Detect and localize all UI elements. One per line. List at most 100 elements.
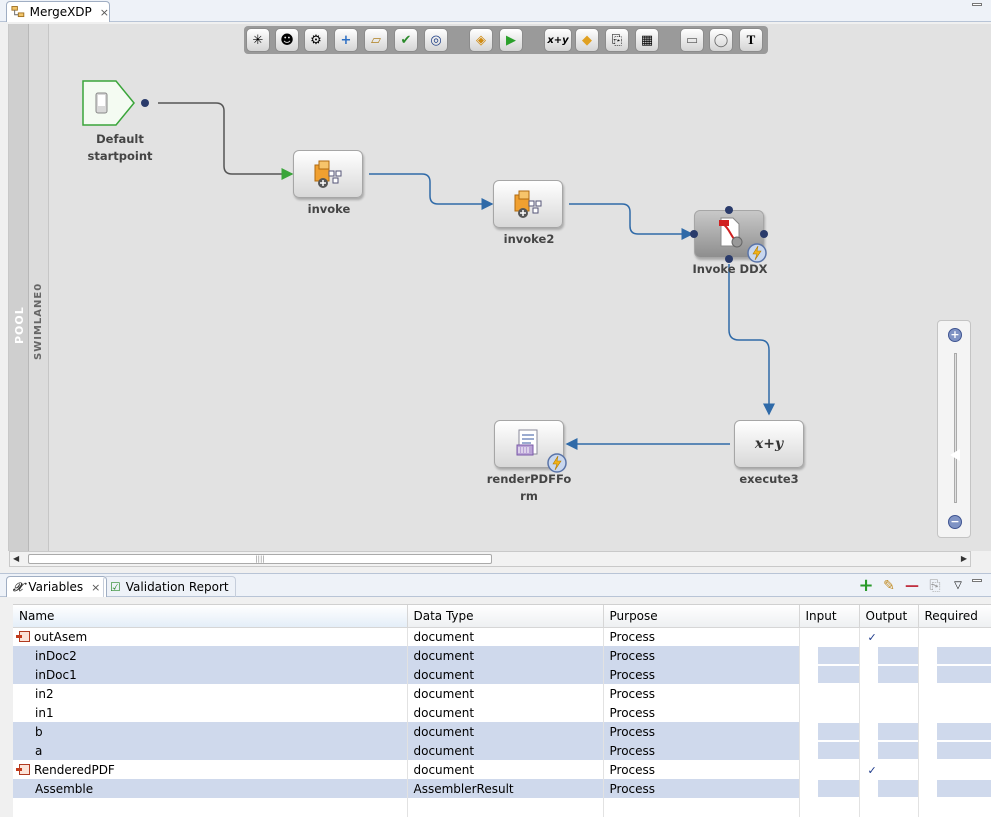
cell-output[interactable]	[859, 646, 919, 665]
rectangle-shape-icon[interactable]: ▭	[680, 28, 704, 52]
subprocess-icon[interactable]: ⎘	[605, 28, 629, 52]
cell-data-type[interactable]: document	[407, 646, 604, 665]
execute3-node[interactable]: x+y	[734, 420, 804, 468]
minimize-editor-button[interactable]	[972, 3, 982, 6]
canvas-horizontal-scrollbar[interactable]: ◀ |||| ▶	[9, 551, 971, 567]
invoke2-node[interactable]	[493, 180, 563, 228]
cell-purpose[interactable]: Process	[603, 627, 800, 646]
scroll-left-icon[interactable]: ◀	[13, 554, 20, 563]
cell-required[interactable]	[918, 627, 991, 646]
folder-icon[interactable]: ▱	[364, 28, 388, 52]
cell-name[interactable]: b	[13, 722, 408, 741]
cell-output[interactable]	[859, 684, 919, 703]
cell-data-type[interactable]: document	[407, 741, 604, 760]
activity-picker-icon[interactable]: ✳	[246, 28, 270, 52]
ddx-handle-right[interactable]	[760, 230, 768, 238]
cell-input[interactable]	[799, 627, 860, 646]
close-icon[interactable]: ×	[91, 580, 101, 594]
cell-required[interactable]	[918, 703, 991, 722]
column-header-required[interactable]: Required	[918, 605, 991, 628]
gateway-icon[interactable]: ◈	[469, 28, 493, 52]
cell-name[interactable]: a	[13, 741, 408, 760]
view-menu-icon[interactable]: ▽	[954, 580, 962, 591]
zoom-in-button[interactable]: +	[948, 328, 962, 342]
copy-variable-icon[interactable]: ⎘	[929, 578, 941, 594]
startpoint-handle[interactable]	[141, 99, 149, 107]
add-variable-icon[interactable]: +	[858, 575, 874, 596]
cell-name[interactable]: in1	[13, 703, 408, 722]
cell-purpose[interactable]: Process	[603, 779, 800, 798]
table-icon[interactable]: ▦	[635, 28, 659, 52]
cell-required[interactable]	[918, 646, 991, 665]
scroll-thumb[interactable]: ||||	[28, 554, 492, 564]
column-header-name[interactable]: Name	[13, 605, 408, 628]
cell-required[interactable]	[918, 684, 991, 703]
ddx-handle-bottom[interactable]	[725, 255, 733, 263]
cell-required[interactable]	[918, 779, 991, 798]
service-icon[interactable]: ⚙	[304, 28, 328, 52]
cell-input[interactable]	[799, 722, 860, 741]
cell-data-type[interactable]: document	[407, 722, 604, 741]
cell-name[interactable]: inDoc2	[13, 646, 408, 665]
cell-data-type[interactable]: AssemblerResult	[407, 779, 604, 798]
scroll-right-icon[interactable]: ▶	[960, 554, 967, 563]
cell-output[interactable]	[859, 741, 919, 760]
column-header-input[interactable]: Input	[799, 605, 860, 628]
column-header-data-type[interactable]: Data Type	[407, 605, 604, 628]
ddx-handle-left[interactable]	[690, 230, 698, 238]
default-startpoint[interactable]	[82, 78, 142, 130]
cell-data-type[interactable]: document	[407, 627, 604, 646]
invoke-node[interactable]	[293, 150, 363, 198]
decision-icon[interactable]: ◆	[575, 28, 599, 52]
cell-output[interactable]: ✓	[859, 627, 919, 646]
validate-icon[interactable]: ✔	[394, 28, 418, 52]
cell-input[interactable]	[799, 646, 860, 665]
cell-input[interactable]	[799, 665, 860, 684]
ddx-handle-top[interactable]	[725, 206, 733, 214]
cell-output[interactable]	[859, 722, 919, 741]
edit-variable-icon[interactable]: ✎	[883, 578, 895, 594]
cell-input[interactable]	[799, 703, 860, 722]
user-icon[interactable]: ☻	[275, 28, 299, 52]
column-header-purpose[interactable]: Purpose	[603, 605, 800, 628]
cell-purpose[interactable]: Process	[603, 703, 800, 722]
add-icon[interactable]: +	[334, 28, 358, 52]
cell-name[interactable]: Assemble	[13, 779, 408, 798]
cell-required[interactable]	[918, 741, 991, 760]
cell-data-type[interactable]: document	[407, 760, 604, 779]
remove-variable-icon[interactable]: —	[905, 578, 919, 594]
zoom-slider-track[interactable]	[954, 353, 957, 503]
zoom-slider-thumb[interactable]	[950, 449, 960, 461]
minimize-panel-button[interactable]	[972, 579, 982, 582]
cell-required[interactable]	[918, 722, 991, 741]
cell-name[interactable]: inDoc1	[13, 665, 408, 684]
cell-required[interactable]	[918, 760, 991, 779]
cell-required[interactable]	[918, 665, 991, 684]
cell-data-type[interactable]: document	[407, 703, 604, 722]
close-icon[interactable]: ×	[99, 5, 109, 19]
cell-name[interactable]: outAsem	[13, 627, 408, 646]
cell-purpose[interactable]: Process	[603, 760, 800, 779]
cell-input[interactable]	[799, 760, 860, 779]
circle-shape-icon[interactable]: ◯	[709, 28, 733, 52]
cell-input[interactable]	[799, 741, 860, 760]
cell-purpose[interactable]: Process	[603, 646, 800, 665]
end-event-icon[interactable]: ◎	[424, 28, 448, 52]
cell-input[interactable]	[799, 684, 860, 703]
cell-purpose[interactable]: Process	[603, 684, 800, 703]
cell-output[interactable]	[859, 665, 919, 684]
column-header-output[interactable]: Output	[859, 605, 919, 628]
tab-variables[interactable]: 𝒳 Variables ×	[6, 576, 108, 597]
cell-data-type[interactable]: document	[407, 684, 604, 703]
tab-mergexdp[interactable]: MergeXDP ×	[6, 1, 110, 22]
set-value-icon[interactable]: x+y	[544, 28, 572, 52]
cell-purpose[interactable]: Process	[603, 722, 800, 741]
